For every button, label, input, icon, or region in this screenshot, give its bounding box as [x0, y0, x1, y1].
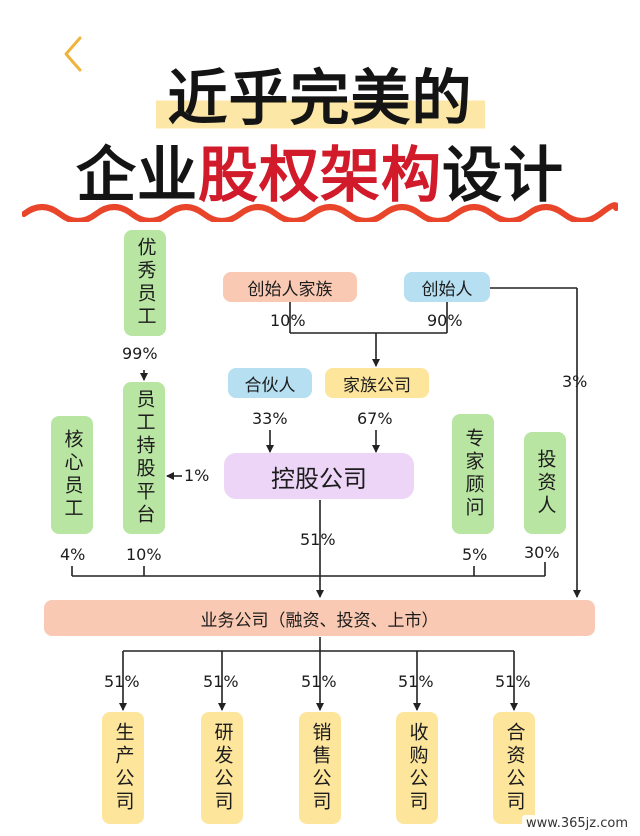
chevron-left-icon: [64, 36, 82, 72]
pct-to-production: 51%: [104, 672, 140, 691]
node-core-staff: 核心员工: [51, 416, 93, 534]
pct-excellent-to-platform: 99%: [122, 344, 158, 363]
node-investor: 投资人: [524, 432, 566, 534]
pct-to-rnd: 51%: [203, 672, 239, 691]
node-excellent-staff: 优秀员工: [124, 230, 166, 336]
title-line-2: 企业股权架构设计: [76, 141, 564, 211]
pct-core-to-business: 4%: [60, 545, 86, 564]
pct-founder-to-business: 3%: [562, 372, 588, 391]
node-expert-advisor: 专家顾问: [452, 414, 494, 534]
pct-to-sales: 51%: [301, 672, 337, 691]
node-holding-company: 控股公司: [224, 453, 414, 499]
pct-expert-to-business: 5%: [462, 545, 488, 564]
pct-to-jv: 51%: [495, 672, 531, 691]
node-founder-family: 创始人家族: [223, 272, 357, 302]
pct-founder-to-familyco: 90%: [427, 311, 463, 330]
node-sales-company: 销售公司: [299, 712, 341, 824]
back-button[interactable]: [56, 34, 90, 74]
watermark: www.365jz.com: [522, 815, 632, 832]
wave-decoration: [22, 202, 618, 222]
node-family-company: 家族公司: [325, 368, 429, 398]
node-partner: 合伙人: [228, 368, 312, 398]
pct-to-acquisition: 51%: [398, 672, 434, 691]
node-rnd-company: 研发公司: [201, 712, 243, 824]
node-staff-platform: 员工持股平台: [123, 382, 165, 534]
title-line-1: 近乎完美的: [0, 62, 640, 136]
pct-investor-to-business: 30%: [524, 543, 560, 562]
node-business-company: 业务公司（融资、投资、上市）: [44, 600, 595, 636]
pct-familyco-to-holding: 67%: [357, 409, 393, 428]
pct-holding-to-platform: 1%: [184, 466, 210, 485]
pct-partner-to-holding: 33%: [252, 409, 288, 428]
node-jv-company: 合资公司: [493, 712, 535, 824]
pct-holding-to-business: 51%: [300, 530, 336, 549]
pct-family-to-familyco: 10%: [270, 311, 306, 330]
title-accent: 股权架构: [198, 141, 442, 211]
node-acquisition-company: 收购公司: [396, 712, 438, 824]
node-production-company: 生产公司: [102, 712, 144, 824]
node-founder: 创始人: [404, 272, 490, 302]
pct-platform-to-business: 10%: [126, 545, 162, 564]
